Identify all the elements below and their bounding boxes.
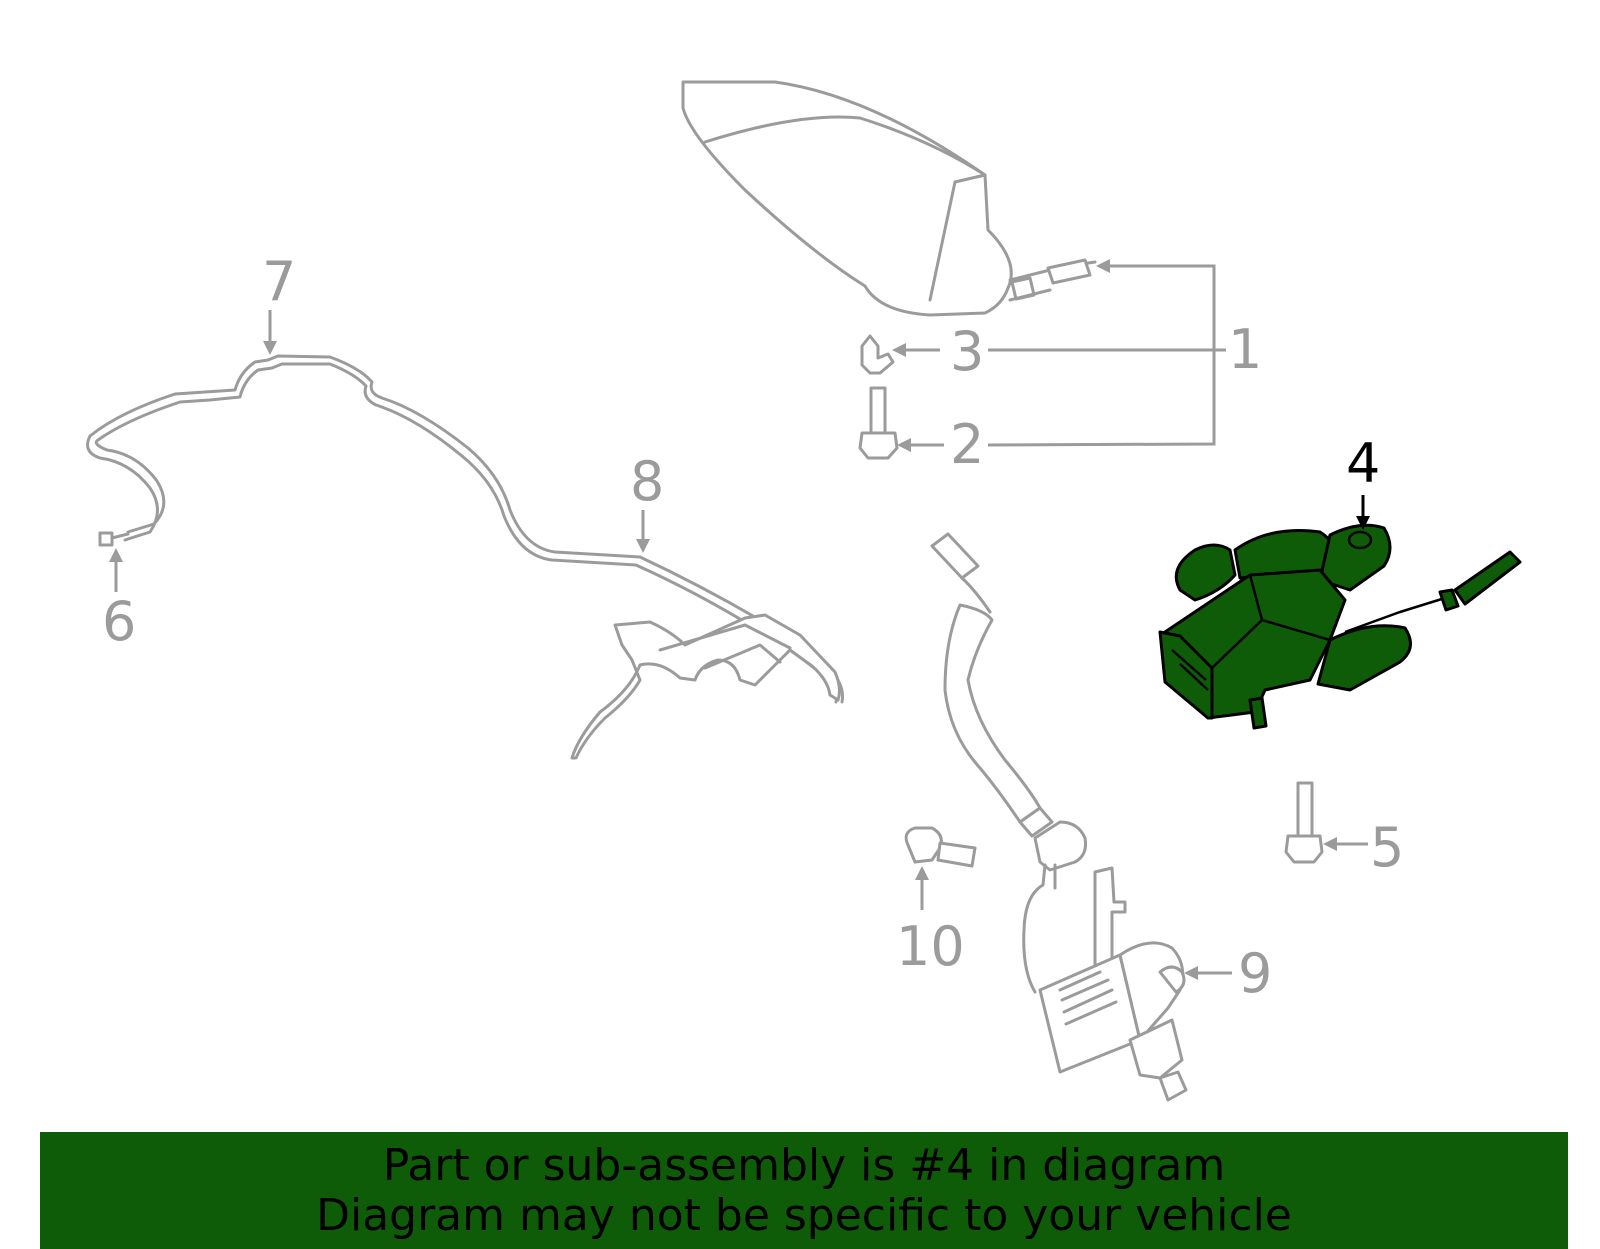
callout-2-label: 2 [950,413,984,476]
part-9-sensor [930,532,1188,1102]
part-1-antenna [681,80,1097,317]
banner-line-2: Diagram may not be specific to your vehi… [316,1189,1292,1241]
callout-3-leader [892,343,940,357]
part-3-clip [860,334,895,375]
callout-6-label: 6 [102,590,136,653]
callout-10-leader [915,866,929,910]
callout-8-leader [636,510,650,553]
part-8-bracket [570,613,841,760]
callout-7-label: 7 [262,250,296,313]
callout-8-label: 8 [630,450,664,513]
part-2-bolt [858,386,899,460]
callout-1-label: 1 [1228,318,1262,381]
callout-9-label: 9 [1238,942,1272,1005]
callout-2-leader [897,438,944,452]
callout-5-label: 5 [1370,816,1404,879]
callout-7-leader [263,310,277,355]
part-5-bolt [1284,781,1324,864]
part-4-highlighted-module [1158,523,1522,730]
callout-1-leader [987,259,1226,447]
callout-4-label: 4 [1346,432,1380,495]
callout-9-leader [1184,966,1232,980]
callout-3-label: 3 [950,320,984,383]
callout-6-leader [109,548,123,592]
part-6-connector [98,531,130,547]
info-banner: Part or sub-assembly is #4 in diagram Di… [40,1132,1568,1249]
part-7-8-cable [86,354,844,704]
callout-4-leader [1356,495,1370,530]
part-10-bolt [904,826,977,868]
callout-5-leader [1323,837,1368,851]
callout-10-label: 10 [896,915,965,978]
banner-line-1: Part or sub-assembly is #4 in diagram [382,1139,1226,1191]
